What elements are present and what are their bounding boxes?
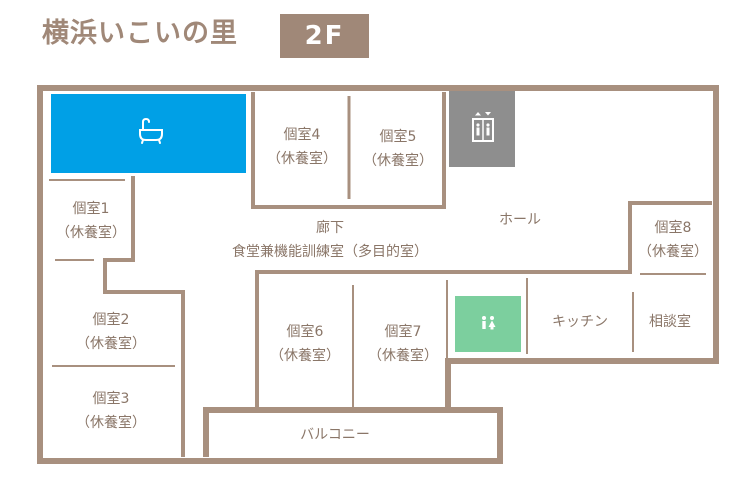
room1-label: 個室1 （休養室）: [48, 197, 134, 245]
room7-sub: （休養室）: [368, 348, 438, 364]
room6-label: 個室6 （休養室）: [262, 320, 348, 368]
room8-sub: （休養室）: [638, 244, 708, 260]
kitchen-label: キッチン: [535, 310, 625, 334]
corridor-name: 廊下: [316, 220, 344, 236]
room8-name: 個室8: [654, 220, 692, 236]
room4-name: 個室4: [283, 127, 321, 143]
hall-label: ホール: [480, 208, 560, 232]
bath-zone: [51, 94, 246, 173]
wall-room4-5: [251, 92, 446, 209]
room4-sub: （休養室）: [267, 151, 337, 167]
room6-name: 個室6: [286, 324, 324, 340]
room5-name: 個室5: [379, 129, 417, 145]
corridor-sub: 食堂兼機能訓練室（多目的室）: [232, 244, 428, 260]
bathtub-icon: [139, 117, 163, 144]
hall-name: ホール: [499, 212, 541, 228]
room3-sub: （休養室）: [76, 415, 146, 431]
balcony-label: バルコニー: [270, 423, 400, 447]
room2-sub: （休養室）: [76, 336, 146, 352]
room7-name: 個室7: [384, 324, 422, 340]
room7-label: 個室7 （休養室）: [360, 320, 446, 368]
wall-balcony: [203, 407, 448, 457]
room6-sub: （休養室）: [270, 348, 340, 364]
room1-sub: （休養室）: [56, 225, 126, 241]
room2-name: 個室2: [92, 312, 130, 328]
room8-label: 個室8 （休養室）: [636, 216, 710, 264]
room5-label: 個室5 （休養室）: [358, 125, 438, 173]
restroom-icon: [482, 316, 496, 330]
wall-room1: [103, 176, 185, 457]
room3-label: 個室3 （休養室）: [66, 387, 156, 435]
room1-name: 個室1: [72, 201, 110, 217]
elevator-icon: [472, 112, 494, 142]
wall-lower-block: [255, 201, 712, 408]
consult-name: 相談室: [649, 314, 691, 330]
floor-badge: 2F: [280, 14, 369, 58]
room3-name: 個室3: [92, 391, 130, 407]
corridor-label: 廊下 食堂兼機能訓練室（多目的室）: [200, 216, 460, 264]
room5-sub: （休養室）: [363, 153, 433, 169]
elevator-zone: [449, 91, 515, 167]
room2-label: 個室2 （休養室）: [66, 308, 156, 356]
room4-label: 個室4 （休養室）: [262, 123, 342, 171]
toilet-zone: [455, 296, 521, 352]
balcony-name: バルコニー: [300, 427, 370, 443]
kitchen-name: キッチン: [552, 314, 608, 330]
page-title: 横浜いこいの里: [42, 18, 238, 49]
consult-label: 相談室: [637, 310, 703, 334]
